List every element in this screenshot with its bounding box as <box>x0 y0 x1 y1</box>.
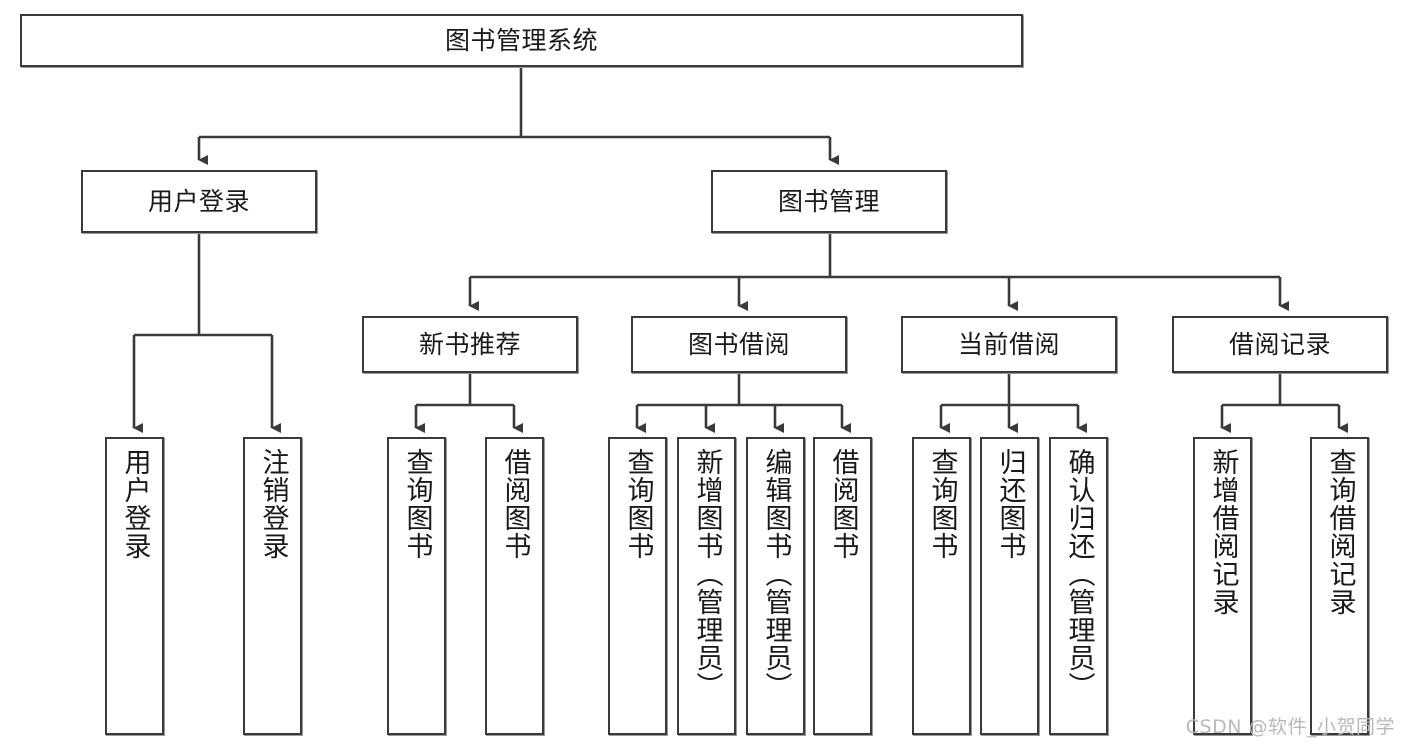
node-new-book-recommend[interactable]: 新书推荐 <box>362 316 578 373</box>
node-label: 新增图书（管理员） <box>691 448 723 700</box>
leaf-book-borrow-edit-admin[interactable]: 编辑图书（管理员） <box>746 437 805 735</box>
node-current-borrow[interactable]: 当前借阅 <box>901 316 1117 373</box>
leaf-book-borrow-borrow[interactable]: 借阅图书 <box>813 437 872 735</box>
node-user-login[interactable]: 用户登录 <box>81 170 317 233</box>
leaf-user-login-logout[interactable]: 注销登录 <box>243 437 302 735</box>
node-label: 图书管理系统 <box>444 25 598 55</box>
node-label: 图书管理 <box>777 186 880 216</box>
node-book-borrow[interactable]: 图书借阅 <box>631 316 847 373</box>
node-label: 编辑图书（管理员） <box>760 448 792 700</box>
leaf-new-book-borrow[interactable]: 借阅图书 <box>485 437 544 735</box>
node-label: 查询图书 <box>622 448 654 560</box>
leaf-current-borrow-confirm-admin[interactable]: 确认归还（管理员） <box>1049 437 1108 735</box>
node-label: 新增借阅记录 <box>1207 448 1239 616</box>
leaf-borrow-record-add[interactable]: 新增借阅记录 <box>1193 437 1252 735</box>
node-label: 借阅记录 <box>1228 329 1331 359</box>
node-root-book-management-system[interactable]: 图书管理系统 <box>20 14 1023 67</box>
node-label: 用户登录 <box>119 448 151 560</box>
node-label: 注销登录 <box>257 448 289 560</box>
node-label: 借阅图书 <box>499 448 531 560</box>
leaf-new-book-query[interactable]: 查询图书 <box>387 437 446 735</box>
csdn-watermark: CSDN @软件_小贺同学 <box>1185 716 1395 738</box>
node-borrow-record[interactable]: 借阅记录 <box>1172 316 1388 373</box>
node-label: 借阅图书 <box>827 448 859 560</box>
leaf-current-borrow-return[interactable]: 归还图书 <box>980 437 1039 735</box>
node-label: 查询借阅记录 <box>1324 448 1356 616</box>
node-label: 确认归还（管理员） <box>1063 448 1095 700</box>
node-label: 用户登录 <box>147 186 250 216</box>
node-book-management[interactable]: 图书管理 <box>711 170 947 233</box>
leaf-borrow-record-query[interactable]: 查询借阅记录 <box>1310 437 1369 735</box>
node-label: 新书推荐 <box>418 329 521 359</box>
node-label: 当前借阅 <box>957 329 1060 359</box>
leaf-book-borrow-query[interactable]: 查询图书 <box>608 437 667 735</box>
leaf-book-borrow-add-admin[interactable]: 新增图书（管理员） <box>677 437 736 735</box>
leaf-current-borrow-query[interactable]: 查询图书 <box>912 437 971 735</box>
node-label: 查询图书 <box>926 448 958 560</box>
leaf-user-login-login[interactable]: 用户登录 <box>105 437 164 735</box>
node-label: 归还图书 <box>994 448 1026 560</box>
node-label: 图书借阅 <box>687 329 790 359</box>
node-label: 查询图书 <box>401 448 433 560</box>
